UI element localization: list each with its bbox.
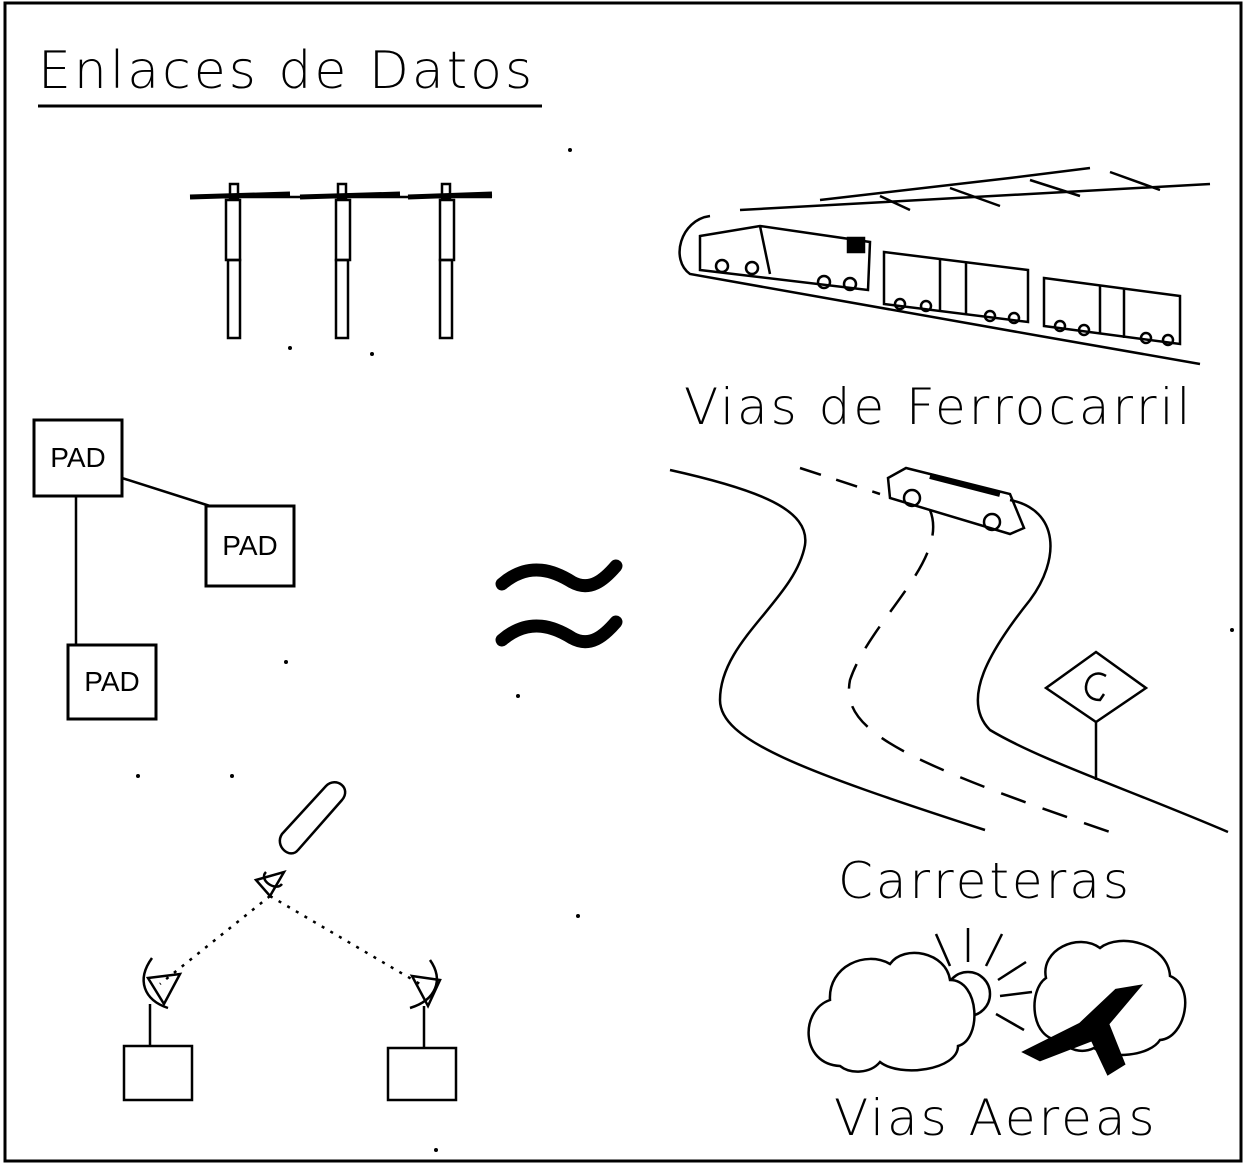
road-sign-icon <box>1043 650 1149 780</box>
scan-specks <box>136 148 1234 1152</box>
pad-node-2: PAD <box>204 504 296 588</box>
storm-cloud-airplane-icon <box>1021 939 1187 1076</box>
ground-antenna-icon-2 <box>386 959 458 1102</box>
cloud-sun-icon <box>807 928 1033 1073</box>
pad-label-2: PAD <box>222 530 278 561</box>
page-title: Enlaces de Datos <box>38 41 535 101</box>
equivalence-symbol-text: ≈ <box>0 0 1 1</box>
pad-network <box>74 476 211 645</box>
ground-antenna-icon <box>122 957 194 1102</box>
pad-node-3: PAD <box>66 643 158 721</box>
bus-icon <box>886 466 1026 536</box>
satellite-icon <box>253 781 347 899</box>
pad-label-3: PAD <box>84 666 140 697</box>
satellite-links <box>159 894 421 986</box>
equivalence-symbol <box>495 559 623 649</box>
label-roads: Carreteras <box>838 852 1132 910</box>
label-airways: Vias Aereas <box>834 1089 1158 1147</box>
label-railways: Vias de Ferrocarril <box>684 378 1193 436</box>
winding-road-icon <box>669 466 1229 834</box>
frame-border <box>3 1 1243 1163</box>
telephone-poles-icon <box>189 182 493 340</box>
pad-node-1: PAD <box>32 418 124 498</box>
train-icon <box>678 166 1211 366</box>
pad-label-1: PAD <box>50 442 106 473</box>
